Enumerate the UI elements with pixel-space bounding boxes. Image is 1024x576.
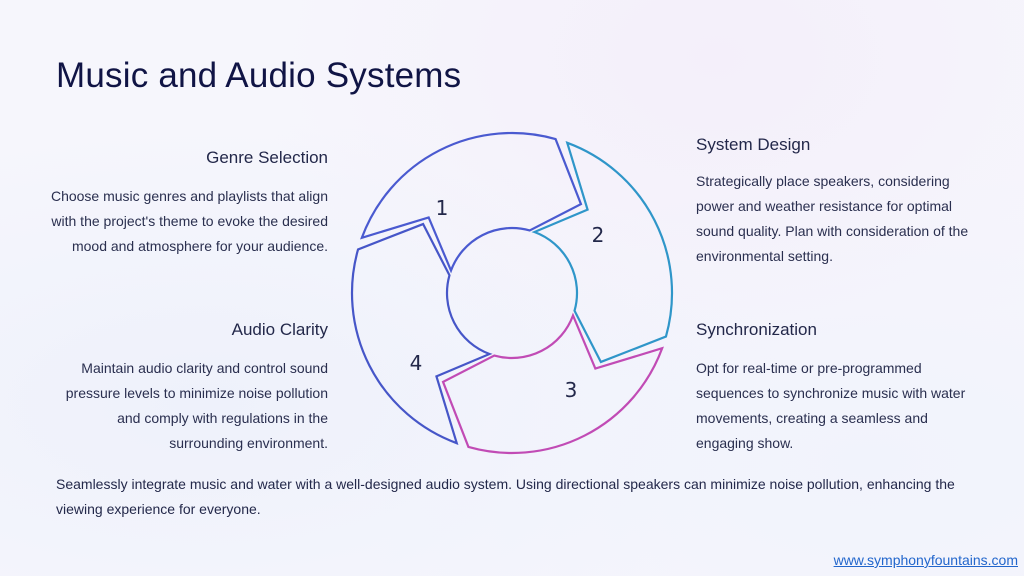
audio-clarity-heading: Audio Clarity [231, 320, 328, 339]
system-design-block: System Design Strategically place speake… [696, 135, 976, 269]
cycle-segment-3 [441, 312, 664, 455]
cycle-segment-2 [531, 141, 674, 364]
step-number-3: 3 [565, 378, 578, 402]
genre-selection-text: Choose music genres and playlists that a… [50, 188, 328, 254]
system-design-text: Strategically place speakers, considerin… [696, 173, 969, 264]
page-title: Music and Audio Systems [56, 56, 462, 95]
synchronization-heading: Synchronization [696, 320, 817, 339]
synchronization-text: Opt for real-time or pre-programmed sequ… [696, 360, 966, 451]
step-number-2: 2 [592, 223, 605, 247]
genre-selection-heading: Genre Selection [206, 148, 328, 167]
step-number-1: 1 [436, 196, 449, 220]
cycle-segment-1 [360, 131, 583, 274]
audio-clarity-block: Audio Clarity Maintain audio clarity and… [40, 320, 328, 456]
audio-clarity-text: Maintain audio clarity and control sound… [65, 360, 328, 451]
synchronization-block: Synchronization Opt for real-time or pre… [696, 320, 976, 456]
summary-text: Seamlessly integrate music and water wit… [56, 476, 955, 517]
system-design-heading: System Design [696, 135, 811, 154]
step-number-4: 4 [410, 351, 423, 375]
genre-selection-block: Genre Selection Choose music genres and … [40, 148, 328, 259]
website-link[interactable]: www.symphonyfountains.com [833, 552, 1018, 568]
cycle-segment-4 [350, 222, 493, 445]
